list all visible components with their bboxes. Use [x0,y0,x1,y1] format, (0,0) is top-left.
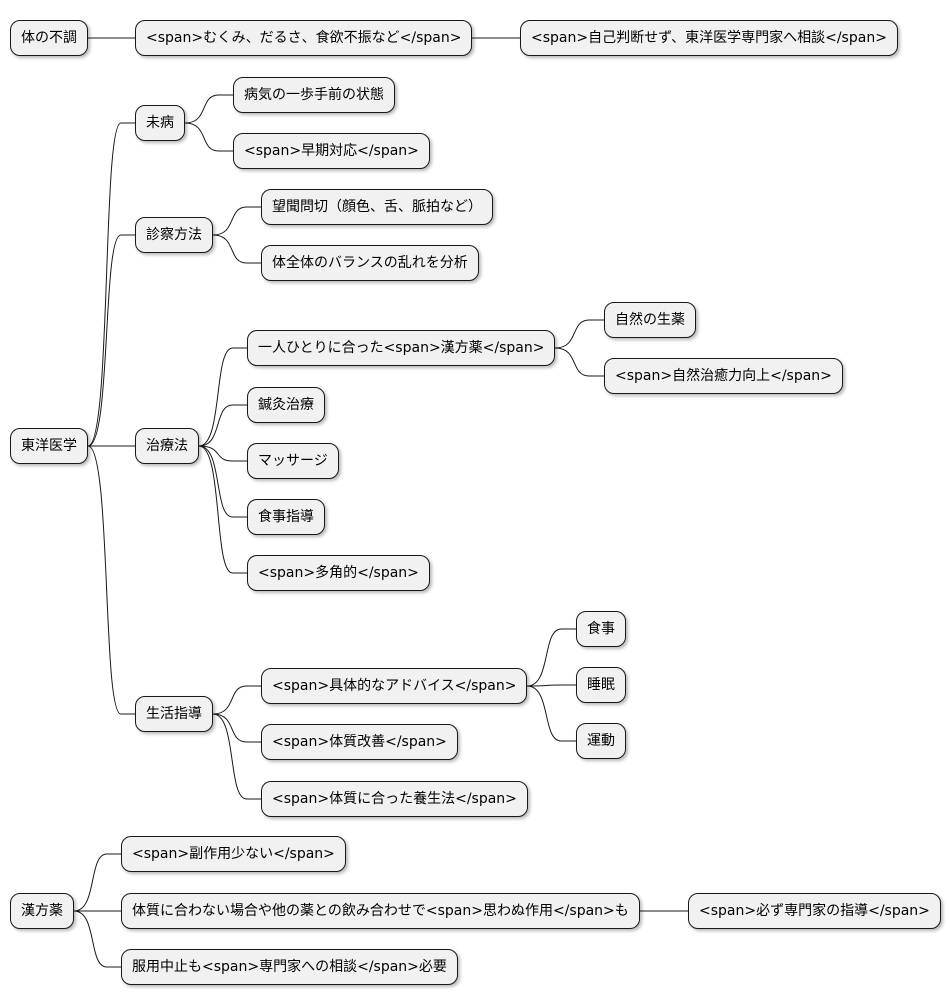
connector-line [184,122,233,152]
connector-line [198,445,247,518]
mindmap-node: 鍼灸治療 [247,387,325,423]
mindmap-node: 漢方薬 [10,893,74,929]
connector-line [198,404,247,447]
mindmap-node: 未病 [135,105,185,141]
connector-line [198,445,247,462]
mindmap-node: 体全体のバランスの乱れを分析 [261,245,479,281]
mindmap-node: 東洋医学 [10,428,88,464]
connector-line [212,685,261,715]
mindmap-node: 診察方法 [135,217,213,253]
mindmap-node: 自然の生薬 [604,302,696,338]
connector-line [87,445,135,715]
connector-line [554,347,604,377]
mindmap-node: <span>体質に合った養生法</span> [261,781,528,817]
mindmap-node: 治療法 [135,428,199,464]
connector-line [526,685,576,742]
mindmap-node: <span>自己判断せず、東洋医学専門家へ相談</span> [520,20,898,56]
connector-line [526,684,576,687]
mindmap-node: <span>体質改善</span> [261,724,458,760]
mindmap-node: 服用中止も<span>専門家への相談</span>必要 [121,949,458,985]
mindmap-node: 睡眠 [576,667,626,703]
mindmap-node: 体質に合わない場合や他の薬との飲み合わせで<span>思わぬ作用</span>も [121,893,640,929]
mindmap-node: <span>多角的</span> [247,555,430,591]
mindmap-node: 体の不調 [10,20,88,56]
connector-line [212,713,261,800]
mindmap-node: <span>必ず専門家の指導</span> [688,893,941,929]
mindmap-node: 運動 [576,723,626,759]
connector-line [554,319,604,349]
connector-line [184,94,233,124]
mindmap-node: 食事 [576,611,626,647]
mindmap-node: 望聞問切（顔色、舌、脈拍など） [261,189,493,225]
mindmap-node: <span>副作用少ない</span> [121,836,346,872]
connector-line [87,234,135,447]
connector-line [212,206,261,236]
connector-line [73,853,121,912]
mindmap-node: 食事指導 [247,499,325,535]
mindmap-node: 病気の一歩手前の状態 [233,77,395,113]
mindmap-node: 生活指導 [135,696,213,732]
connector-line [198,347,247,447]
mindmap-node: 一人ひとりに合った<span>漢方薬</span> [247,330,556,366]
mindmap-node: マッサージ [247,443,339,479]
connector-line [212,713,261,743]
connector-line [87,122,135,447]
mindmap-node: <span>具体的なアドバイス</span> [261,668,528,704]
connector-line [526,628,576,687]
mindmap-node: <span>早期対応</span> [233,133,430,169]
mindmap-node: <span>自然治癒力向上</span> [604,358,843,394]
mindmap-node: <span>むくみ、だるさ、食欲不振など</span> [135,20,473,56]
connector-line [73,910,121,968]
connector-line [198,445,247,574]
connector-line [212,234,261,264]
